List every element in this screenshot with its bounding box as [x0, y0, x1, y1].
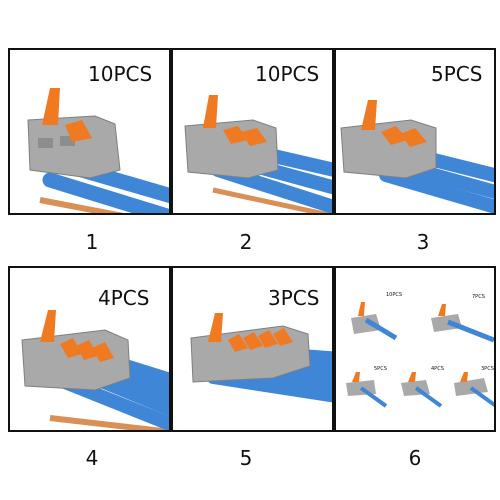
quantity-label: 10PCS — [255, 62, 320, 86]
connector-body — [340, 119, 437, 179]
product-panel-2: 10PCS — [171, 48, 334, 215]
product-panel-6-collage: 10PCS 7PCS 5PCS 4PCS 3PCS — [334, 266, 496, 432]
lever-3 — [241, 128, 267, 146]
connector-body — [27, 115, 121, 179]
lever-1 — [208, 313, 223, 342]
thumb-label-7pcs: 7PCS — [472, 294, 485, 300]
panel-number-2: 2 — [239, 230, 253, 254]
panel-number-1: 1 — [85, 230, 99, 254]
quantity-label: 10PCS — [88, 62, 153, 86]
panel-number-6: 6 — [408, 446, 422, 470]
lever-2 — [228, 334, 248, 352]
product-panel-1: 10PCS — [8, 48, 171, 215]
connector-image-3-lever — [184, 95, 332, 213]
lever-1 — [203, 95, 218, 128]
lever-2 — [381, 126, 408, 145]
quantity-label: 5PCS — [431, 62, 483, 86]
lever-4 — [92, 342, 114, 362]
lever-2 — [60, 338, 82, 358]
lever-3 — [76, 340, 98, 360]
panel-number-3: 3 — [416, 230, 430, 254]
connector-body — [21, 329, 131, 391]
collage-thumbnails — [346, 302, 494, 408]
thumb-3pcs — [454, 372, 494, 408]
lever-3 — [243, 332, 263, 350]
product-panel-5: 3PCS — [171, 266, 334, 432]
connector-image-3-lever — [340, 100, 494, 213]
product-panel-3: 5PCS — [334, 48, 496, 215]
product-panel-4: 4PCS — [8, 266, 171, 432]
thumb-label-4pcs: 4PCS — [431, 366, 444, 372]
lever-2 — [65, 120, 92, 142]
lever-1 — [42, 88, 60, 125]
lever-3 — [400, 128, 427, 147]
thumb-5pcs — [346, 372, 388, 408]
quantity-label: 3PCS — [268, 286, 320, 310]
lever-2 — [223, 126, 248, 144]
thumb-4pcs — [401, 372, 443, 408]
connector-image-4-lever — [21, 310, 169, 430]
lever-1 — [40, 310, 56, 342]
thumb-label-5pcs: 5PCS — [374, 366, 387, 372]
quantity-label: 4PCS — [98, 286, 150, 310]
thumb-label-3pcs: 3PCS — [481, 366, 494, 372]
panel-number-4: 4 — [85, 446, 99, 470]
lever-4 — [258, 330, 278, 348]
connector-image-2-lever — [27, 88, 169, 213]
thumb-10pcs — [351, 302, 398, 341]
connector-image-5-lever — [190, 313, 332, 403]
thumb-7pcs — [431, 304, 494, 343]
panel-number-5: 5 — [239, 446, 253, 470]
thumb-label-10pcs: 10PCS — [386, 292, 403, 298]
lever-5 — [273, 328, 293, 346]
lever-1 — [361, 100, 377, 130]
